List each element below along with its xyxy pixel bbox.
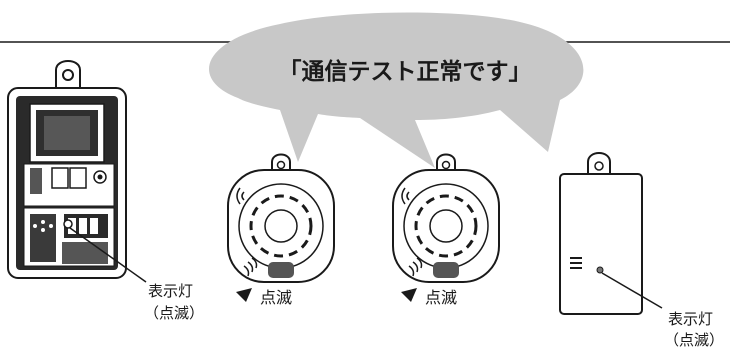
relay-unit	[559, 152, 643, 315]
indicator-label-left-2: （点滅）	[144, 304, 204, 322]
smoke-detector-1	[227, 153, 335, 283]
receiver-unit	[7, 60, 127, 279]
speaker-icon	[408, 257, 423, 277]
blink-arrow-icon	[401, 288, 417, 302]
indicator-label-left-1: 表示灯	[148, 282, 193, 300]
speaker-icon	[243, 257, 258, 277]
blink-label-1: 点滅	[260, 288, 292, 307]
speech-bubble-text: 「通信テスト正常です」	[279, 58, 532, 85]
sound-wave-icon	[401, 187, 410, 205]
indicator-leader-right	[601, 272, 663, 309]
speech-bubble: 「通信テスト正常です」	[150, 12, 584, 168]
indicator-leader-left	[69, 227, 147, 283]
indicator-label-right-2: （点滅）	[664, 331, 724, 349]
smoke-detector-2	[392, 153, 500, 283]
indicator-label-right-1: 表示灯	[668, 310, 713, 328]
sound-wave-icon	[236, 187, 245, 205]
blink-arrow-icon	[236, 288, 252, 302]
blink-label-2: 点滅	[425, 288, 457, 307]
